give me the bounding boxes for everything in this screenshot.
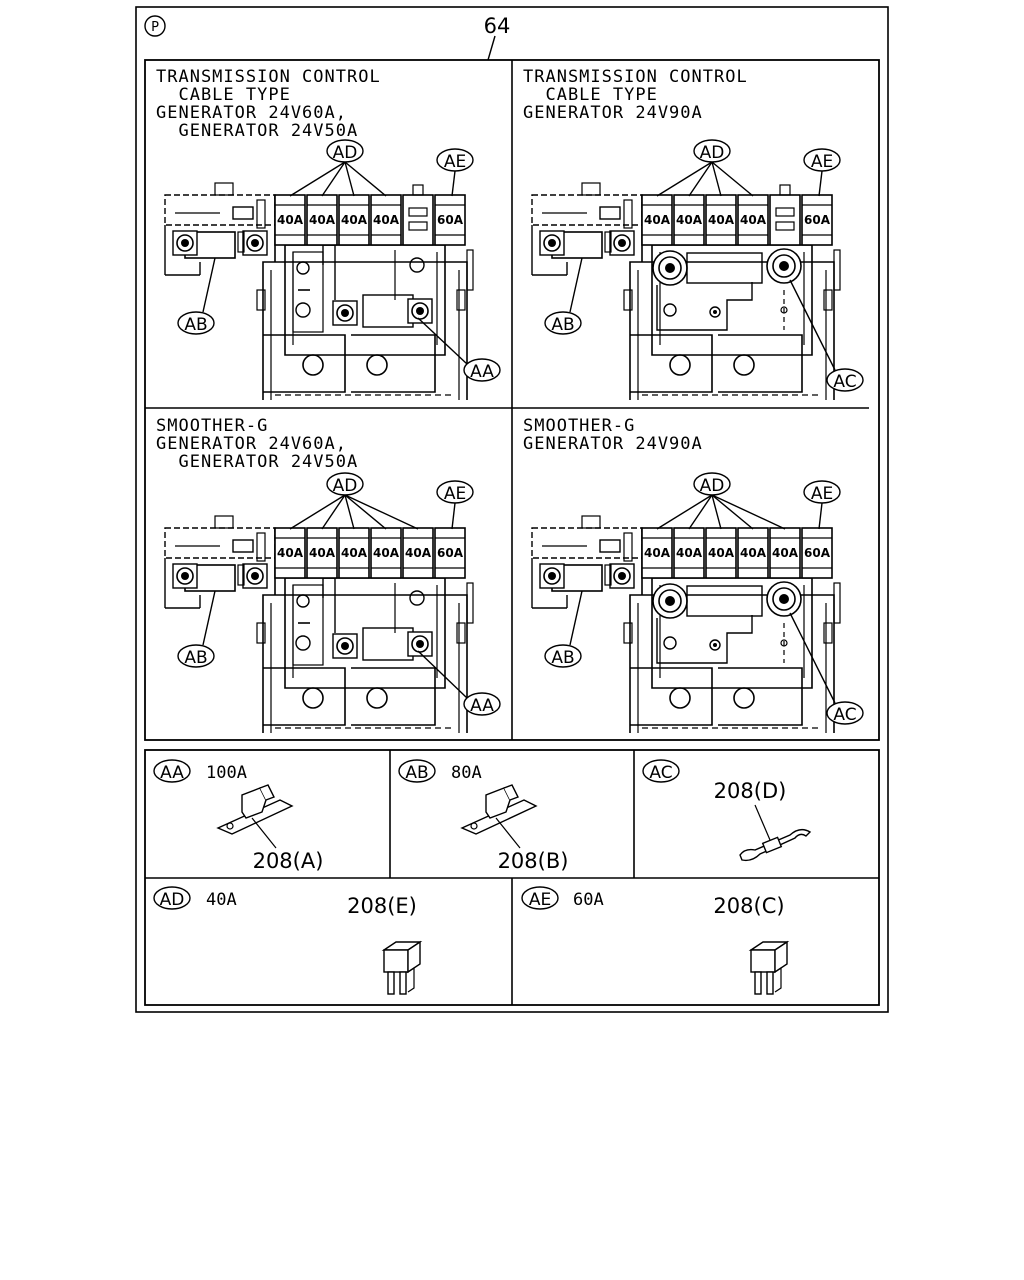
panel-bottom-left: SMOOTHER-G GENERATOR 24V60A, GENERATOR 2…	[0, 0, 501, 734]
callout-ac: AC	[833, 372, 856, 392]
fuse-label: 40A	[309, 213, 336, 227]
callout-aa: AA	[470, 696, 494, 716]
outer-frame	[135, 6, 889, 1013]
fuse-blank-slot	[769, 194, 801, 246]
fuse-row: 40A 40A 40A 40A 60A	[274, 184, 466, 246]
callout-ab: AB	[184, 315, 207, 335]
fuse-label: 40A	[708, 546, 735, 560]
callout-aa: AA	[470, 362, 494, 382]
callout-ae: AE	[444, 484, 466, 504]
legend-part: 208(C)	[713, 894, 784, 918]
callout-ae: AE	[444, 152, 466, 172]
panel-bottom-right: SMOOTHER-G GENERATOR 24V90A 40A 40A 40A …	[0, 0, 864, 734]
fuse-row: 40A 40A 40A 40A 40A 60A	[641, 527, 833, 579]
panel-title: TRANSMISSION CONTROL CABLE TYPE GENERATO…	[0, 0, 826, 123]
legend-rating: 40A	[206, 890, 237, 910]
strip-fuse-icon	[739, 828, 812, 862]
fuse-label: 40A	[676, 546, 703, 560]
fuse-label: 40A	[309, 546, 336, 560]
fuse-80a-icon	[460, 784, 538, 835]
fuse-100a-icon	[216, 784, 294, 835]
legend-rating: 60A	[573, 890, 604, 910]
legend-cell-ae: AE 60A 208(C)	[521, 886, 790, 995]
legend-table: AA 100A 208(A) AB 80A 208(B)	[144, 749, 880, 1006]
legend-code: AD	[160, 890, 185, 910]
fuse-label: 40A	[341, 213, 368, 227]
panel-title: SMOOTHER-G GENERATOR 24V90A	[0, 0, 759, 454]
fuse-label: 40A	[644, 213, 671, 227]
legend-code: AE	[529, 890, 551, 910]
fuse-label: 40A	[341, 546, 368, 560]
panel-top-right: TRANSMISSION CONTROL CABLE TYPE GENERATO…	[0, 0, 864, 401]
fuse-row: 40A 40A 40A 40A 60A	[641, 184, 833, 246]
callout-ad: AD	[700, 476, 725, 496]
callout-ad: AD	[333, 476, 358, 496]
fuse-label: 40A	[277, 213, 304, 227]
p-symbol: P	[151, 20, 159, 35]
legend-code: AA	[160, 763, 184, 783]
fuse-label: 40A	[676, 213, 703, 227]
fuse-label: 60A	[437, 213, 464, 227]
fuse-label: 40A	[740, 546, 767, 560]
fuse-label: 40A	[373, 213, 400, 227]
callout-ac: AC	[833, 705, 856, 725]
legend-code: AC	[649, 763, 672, 783]
panel-title: TRANSMISSION CONTROL CABLE TYPE GENERATO…	[0, 0, 459, 141]
legend-cell-ad: AD 40A 208(E)	[153, 886, 423, 995]
callout-ad: AD	[333, 143, 358, 163]
fuse-label: 40A	[740, 213, 767, 227]
fuse-blank-slot	[402, 194, 434, 246]
legend-rating: 80A	[451, 763, 482, 783]
legend-rating: 100A	[206, 763, 247, 783]
fuse-label: 40A	[277, 546, 304, 560]
p-symbol-icon	[144, 15, 166, 37]
fuse-label: 40A	[708, 213, 735, 227]
legend-part: 208(B)	[498, 849, 569, 873]
legend-cell-ab: AB 80A 208(B)	[398, 759, 569, 873]
panel-top-left: TRANSMISSION CONTROL CABLE TYPE GENERATO…	[0, 0, 501, 401]
callout-ab: AB	[551, 648, 574, 668]
legend-part: 208(E)	[347, 894, 417, 918]
fuse-label: 60A	[804, 546, 831, 560]
cartridge-fuse-60a-icon	[748, 940, 790, 995]
legend-cell-aa: AA 100A 208(A)	[153, 759, 324, 873]
callout-ae: AE	[811, 484, 833, 504]
callout-ab: AB	[184, 648, 207, 668]
fuse-label: 40A	[644, 546, 671, 560]
panel-title: SMOOTHER-G GENERATOR 24V60A, GENERATOR 2…	[0, 0, 426, 472]
ref-number: 64	[484, 14, 511, 38]
fuse-label: 60A	[804, 213, 831, 227]
legend-part: 208(A)	[253, 849, 324, 873]
legend-part: 208(D)	[714, 779, 787, 803]
cartridge-fuse-40a-icon	[381, 940, 423, 995]
fuse-label: 40A	[405, 546, 432, 560]
legend-cell-ac: AC 208(D)	[642, 759, 812, 862]
fuse-label: 40A	[373, 546, 400, 560]
callout-ad: AD	[700, 143, 725, 163]
fuse-label: 60A	[437, 546, 464, 560]
callout-ae: AE	[811, 152, 833, 172]
fuse-label: 40A	[772, 546, 799, 560]
legend-code: AB	[405, 763, 428, 783]
fuse-row: 40A 40A 40A 40A 40A 60A	[274, 527, 466, 579]
callout-ab: AB	[551, 315, 574, 335]
